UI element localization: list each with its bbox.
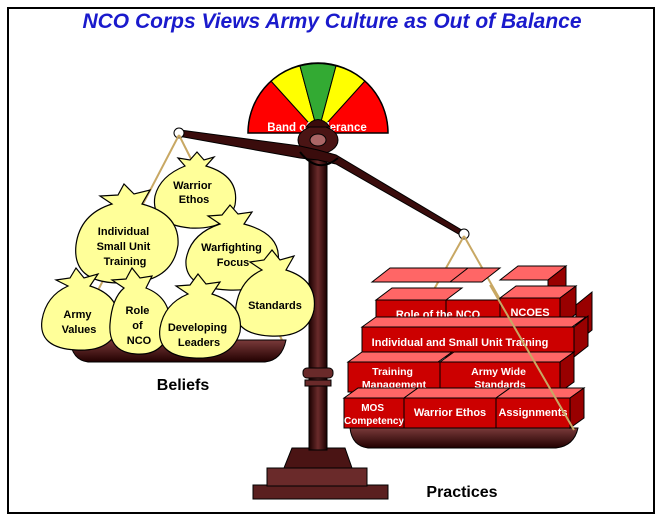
practices-label: Practices — [426, 484, 497, 501]
svg-text:Individual Small Unit: Individual Small Unit Training — [97, 226, 154, 268]
scale-stand — [252, 119, 389, 500]
block-army-wide-standards: Army Wide Standards — [438, 351, 576, 393]
pan-right — [349, 427, 579, 449]
svg-text:MOS Competency: MOS Competency — [344, 403, 404, 427]
block-mos-competency: MOS Competency — [342, 387, 420, 429]
stand-finial — [304, 119, 332, 128]
block-ncoes: NCOES — [498, 285, 578, 327]
block-ncoes-label: NCOES — [510, 307, 549, 319]
tolerance-gauge: Band of Tolerance — [247, 62, 389, 135]
svg-text:Developing Leaders: Developing Leaders — [168, 322, 230, 349]
scale-beam — [173, 127, 470, 240]
block-we-label: Warrior Ethos — [414, 407, 486, 419]
bag-warrior-ethos: Warrior Ethos — [153, 151, 237, 229]
stand-base-top — [266, 467, 368, 487]
bag-ron-line-1: Role — [126, 305, 150, 317]
bag-dl-line-1: Developing — [168, 322, 227, 334]
bag-ron-line-2: of — [132, 320, 143, 332]
bag-warfighting-focus: Warfighting Focus — [185, 204, 279, 291]
gauge-outline — [247, 62, 389, 134]
practice-blocks: Role of the NCO NCOES Individual and Sma… — [342, 264, 593, 429]
belief-bags: Warrior Ethos Individual Small Unit Trai… — [41, 151, 316, 359]
svg-text:Role of NCO: Role of NCO — [126, 305, 153, 347]
bag-av-line-1: Army — [63, 309, 92, 321]
block-warrior-ethos: Warrior Ethos — [402, 387, 512, 429]
bag-standards-label: Standards — [248, 300, 302, 312]
block-mos-line-1: MOS — [361, 403, 384, 414]
stand-collar-2 — [304, 379, 332, 387]
block-aws-line-1: Army Wide — [471, 366, 526, 378]
bag-individual-small-unit-training: Individual Small Unit Training — [75, 183, 179, 284]
bag-ron-line-3: NCO — [127, 335, 152, 347]
bag-warrior-ethos-line-1: Warrior — [173, 180, 212, 192]
bag-isut-line-1: Individual — [98, 226, 149, 238]
block-asg-label: Assignments — [498, 407, 567, 419]
bag-isut-line-3: Training — [104, 256, 147, 268]
block-isut-label: Individual and Small Unit Training — [372, 337, 549, 349]
stand-base-bottom — [252, 484, 389, 500]
bag-isut-line-2: Small Unit — [97, 241, 151, 253]
bag-wf-line-2: Focus — [217, 257, 249, 269]
bag-av-line-2: Values — [62, 324, 97, 336]
beam-end-right — [458, 228, 470, 240]
block-mos-line-2: Competency — [344, 416, 404, 427]
bag-dl-line-2: Leaders — [178, 337, 220, 349]
block-training-management: Training Management — [346, 351, 454, 393]
block-individual-small-unit-training: Individual and Small Unit Training — [360, 314, 589, 359]
bag-standards: Standards — [235, 249, 316, 337]
bag-wf-line-1: Warfighting — [201, 242, 262, 254]
svg-text:Army Values: Army Values — [62, 309, 97, 336]
svg-text:Army Wide Standards: Army Wide Standards — [471, 366, 529, 391]
stand-collar — [302, 367, 334, 379]
slide-title: NCO Corps Views Army Culture as Out of B… — [82, 10, 582, 33]
bag-role-of-nco: Role of NCO — [109, 266, 171, 355]
svg-text:Warrior Ethos: Warrior Ethos — [173, 180, 215, 206]
bag-warrior-ethos-line-2: Ethos — [179, 194, 210, 206]
beam-end-left — [173, 127, 185, 139]
svg-text:Warfighting Focus: Warfighting Focus — [201, 242, 265, 269]
bag-army-values: Army Values — [41, 266, 120, 351]
stand-knob-inner — [309, 133, 327, 147]
stand-base-flare — [283, 447, 353, 469]
block-assignments: Assignments — [494, 387, 586, 429]
bag-developing-leaders: Developing Leaders — [159, 273, 242, 359]
beliefs-label: Beliefs — [157, 377, 210, 394]
block-tm-line-1: Training — [372, 366, 413, 378]
